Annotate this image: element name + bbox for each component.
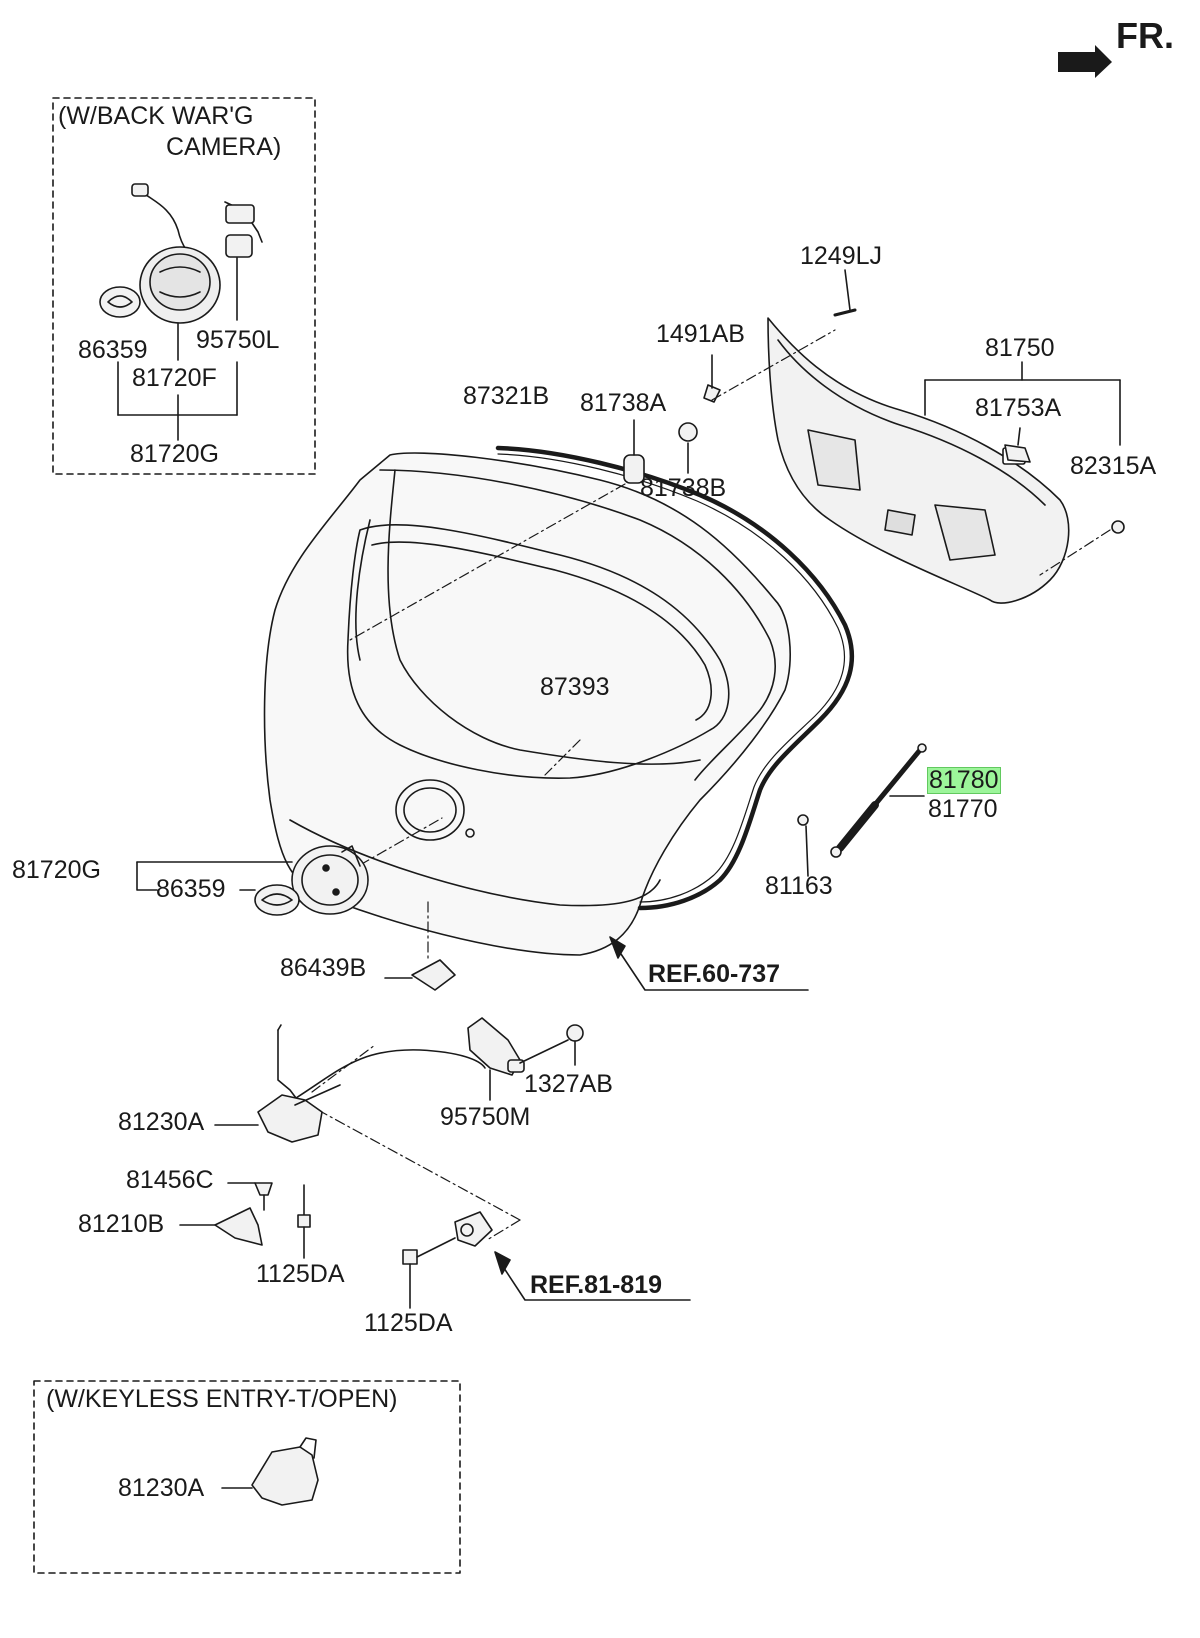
part-label-86359[interactable]: 86359 xyxy=(156,875,226,903)
part-label-1249lj[interactable]: 1249LJ xyxy=(800,242,883,270)
part-label-1125da-b[interactable]: 1125DA xyxy=(364,1309,453,1337)
emblem-assembly-part xyxy=(136,845,369,916)
ref-label-60-737[interactable]: REF.60-737 xyxy=(648,960,781,988)
keyless-inset-title: (W/KEYLESS ENTRY-T/OPEN) xyxy=(46,1385,398,1413)
front-direction-arrow-icon xyxy=(1058,45,1112,78)
part-label-86439b[interactable]: 86439B xyxy=(280,954,367,982)
part-label-81750[interactable]: 81750 xyxy=(985,334,1055,362)
camera-inset-parts xyxy=(99,183,263,441)
bracket-part xyxy=(411,959,456,991)
part-label-81738a[interactable]: 81738A xyxy=(580,389,667,417)
ref-label-81-819[interactable]: REF.81-819 xyxy=(530,1271,663,1299)
part-label-95750l[interactable]: 95750L xyxy=(196,326,280,354)
part-label-82315a[interactable]: 82315A xyxy=(1070,452,1157,480)
part-label-81230a-keyless[interactable]: 81230A xyxy=(118,1474,205,1502)
part-label-1125da-a[interactable]: 1125DA xyxy=(256,1260,345,1288)
part-label-81738b[interactable]: 81738B xyxy=(640,474,727,502)
ball-stud-part xyxy=(797,814,809,877)
ref-81-819-leader xyxy=(499,1261,691,1301)
part-label-95750m[interactable]: 95750M xyxy=(440,1103,531,1131)
tailgate-panel xyxy=(263,452,791,956)
part-label-86359-inset[interactable]: 86359 xyxy=(78,336,148,364)
part-label-87321b[interactable]: 87321B xyxy=(463,382,550,410)
part-label-81210b[interactable]: 81210B xyxy=(78,1210,165,1238)
part-label-81163[interactable]: 81163 xyxy=(765,872,833,900)
gas-spring-part xyxy=(830,743,927,858)
part-label-81720g[interactable]: 81720G xyxy=(12,856,101,884)
part-label-81753a[interactable]: 81753A xyxy=(975,394,1062,422)
part-label-81780-highlighted[interactable]: 81780 xyxy=(927,766,1001,794)
camera-inset-title-line1: (W/BACK WAR'G xyxy=(58,102,254,130)
front-direction-label: FR. xyxy=(1116,15,1174,56)
part-label-1327ab[interactable]: 1327AB xyxy=(524,1070,613,1098)
part-label-81720g-inset[interactable]: 81720G xyxy=(130,440,219,468)
keyless-inset-box xyxy=(33,1380,461,1574)
latch-assembly-part xyxy=(179,1017,584,1309)
part-label-87393[interactable]: 87393 xyxy=(540,673,610,701)
part-label-81720f[interactable]: 81720F xyxy=(132,364,217,392)
ref-60-737-leader xyxy=(614,944,809,991)
assembly-guide-lines xyxy=(311,329,1111,1241)
weatherstrip-part xyxy=(495,445,855,911)
trim-panel-part xyxy=(767,317,1070,604)
part-label-1491ab[interactable]: 1491AB xyxy=(656,320,745,348)
part-label-81230a[interactable]: 81230A xyxy=(118,1108,205,1136)
camera-inset-title-line2: CAMERA) xyxy=(166,133,282,161)
part-label-81770[interactable]: 81770 xyxy=(928,795,998,823)
part-label-81456c[interactable]: 81456C xyxy=(126,1166,214,1194)
keyless-latch-part xyxy=(221,1437,319,1506)
